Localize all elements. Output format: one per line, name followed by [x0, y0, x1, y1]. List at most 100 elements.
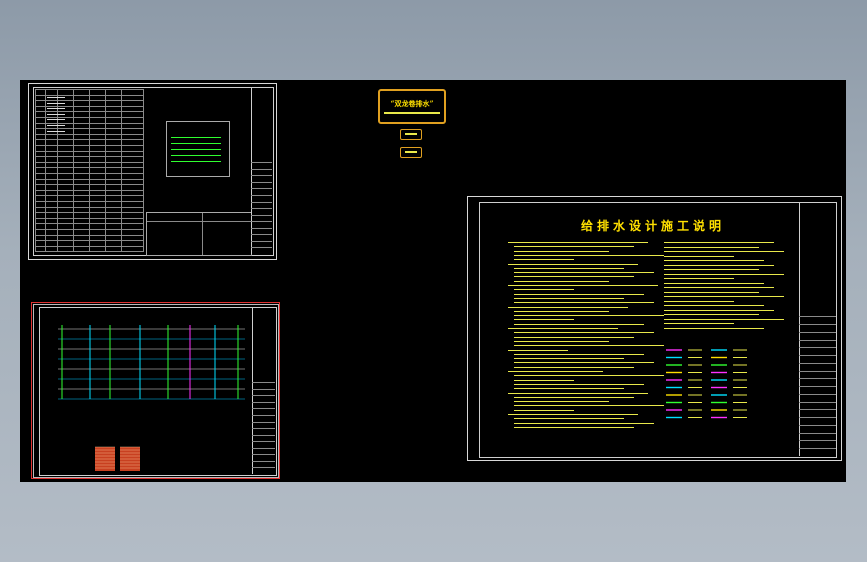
- title-block-row: [251, 162, 272, 164]
- note-text-line: [514, 323, 644, 325]
- title-block-row: [252, 460, 275, 462]
- title-block-row: [799, 370, 836, 372]
- drawing-stamp[interactable]: “双龙卷排水”: [378, 89, 446, 124]
- note-text-line: [664, 255, 734, 257]
- title-block-row: [251, 221, 272, 223]
- note-text-line: [514, 332, 654, 334]
- note-text-line: [664, 287, 774, 288]
- note-text-line: [514, 297, 624, 299]
- title-block-row: [251, 234, 272, 236]
- title-block-row: [252, 428, 275, 430]
- note-text-line: [664, 242, 774, 243]
- note-text-line: [514, 379, 574, 381]
- title-block-row: [251, 194, 272, 196]
- notes-column-2: [664, 242, 784, 362]
- title-block-row: [251, 227, 272, 229]
- sheet-riser-diagram[interactable]: [33, 304, 279, 478]
- stamp-button-2[interactable]: [400, 147, 422, 158]
- note-text-line: [514, 289, 574, 291]
- note-text-line: [514, 254, 664, 256]
- note-text-line: [514, 422, 654, 424]
- title-block-rows: [252, 307, 275, 474]
- title-block-row: [799, 316, 836, 318]
- note-text-line: [664, 291, 759, 293]
- stamp-button-1[interactable]: [400, 129, 422, 140]
- material-table: [35, 89, 144, 253]
- title-block-row: [252, 382, 275, 384]
- title-block-row: [252, 447, 275, 449]
- title-block-row: [251, 208, 272, 210]
- title-block-row: [252, 414, 275, 416]
- note-text-line: [508, 285, 658, 286]
- note-text-line: [664, 323, 734, 324]
- note-text-line: [664, 309, 774, 311]
- title-block-row: [799, 324, 836, 326]
- note-text-line: [664, 273, 784, 275]
- note-text-line: [514, 383, 644, 385]
- sheet-design-notes[interactable]: 给排水设计施工说明: [467, 196, 842, 461]
- note-text-line: [514, 388, 624, 390]
- title-block-row: [251, 247, 272, 249]
- note-text-line: [508, 306, 628, 308]
- note-text-line: [514, 319, 574, 321]
- table-col-line: [89, 89, 90, 252]
- title-block-row: [799, 362, 836, 364]
- note-text-line: [514, 310, 609, 312]
- table-text-mark: [47, 113, 65, 115]
- table-col-line: [121, 89, 122, 252]
- note-text-line: [514, 418, 624, 420]
- note-text-line: [514, 353, 644, 355]
- note-text-line: [664, 300, 734, 302]
- notes-box: [146, 212, 252, 256]
- title-block-row: [252, 467, 275, 469]
- schedule-grid: [95, 446, 140, 469]
- note-text-line: [514, 246, 634, 248]
- title-block-row: [799, 386, 836, 388]
- note-text-line: [514, 315, 664, 317]
- note-text-line: [514, 401, 609, 403]
- note-text-line: [508, 242, 648, 243]
- note-text-line: [664, 260, 764, 261]
- title-block-rows: [251, 87, 272, 254]
- title-block-row: [252, 401, 275, 403]
- sheet-title: 给排水设计施工说明: [581, 219, 726, 233]
- cad-model-space[interactable]: “双龙卷排水” 给排水设计施工说明: [20, 80, 846, 482]
- title-block-row: [252, 388, 275, 390]
- title-block-row: [799, 424, 836, 426]
- note-text-line: [514, 396, 634, 398]
- note-text-line: [514, 409, 574, 411]
- symbol-legend: [666, 349, 747, 419]
- stamp-subtitle: [384, 112, 440, 114]
- title-block-row: [251, 168, 272, 170]
- title-block-row: [799, 331, 836, 333]
- note-text-line: [514, 280, 609, 282]
- note-text-line: [514, 250, 609, 252]
- note-text-line: [514, 405, 664, 407]
- title-block-row: [799, 339, 836, 341]
- note-text-line: [664, 327, 764, 329]
- note-text-line: [664, 278, 734, 279]
- title-block-row: [252, 408, 275, 410]
- legend-green-marks: [171, 132, 221, 167]
- riser-diagram: [58, 325, 245, 471]
- title-block-row: [252, 454, 275, 456]
- note-text-line: [508, 392, 648, 394]
- notes-column-1: [508, 242, 664, 432]
- note-text-line: [664, 251, 784, 252]
- note-text-line: [508, 328, 618, 329]
- note-text-line: [514, 259, 574, 261]
- note-text-line: [514, 276, 634, 278]
- sheet-material-schedule[interactable]: [28, 83, 277, 260]
- selection-highlight: [31, 302, 280, 479]
- equipment-legend-box: [166, 121, 230, 177]
- title-block-row: [799, 393, 836, 395]
- title-block: [799, 202, 836, 456]
- note-text-line: [514, 358, 624, 360]
- table-text-mark: [47, 125, 65, 126]
- title-block-row: [252, 421, 275, 423]
- title-block-rows: [799, 202, 836, 456]
- stamp-title: “双龙卷排水”: [390, 99, 434, 108]
- note-text-line: [514, 302, 654, 304]
- title-block-row: [252, 441, 275, 443]
- note-text-line: [664, 246, 759, 248]
